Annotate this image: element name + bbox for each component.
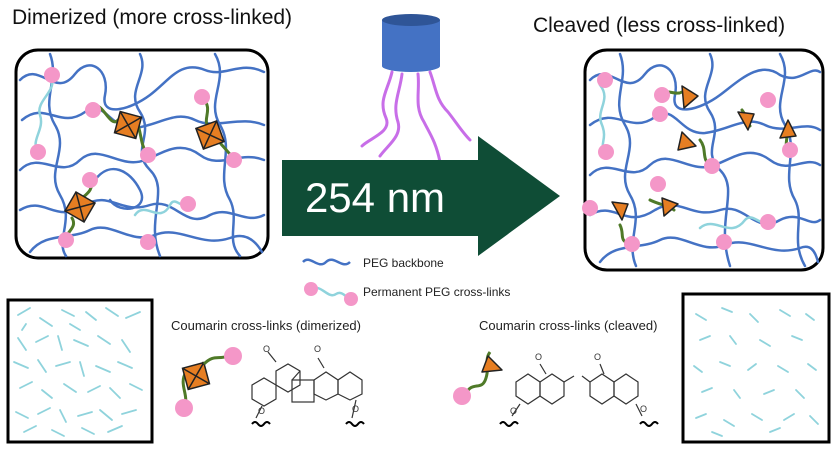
legend-backbone-icon [302,258,351,266]
coumarin-cleaved-label: Coumarin cross-links (cleaved) [479,318,658,333]
uv-arrow-icon [282,136,560,256]
svg-text:O: O [263,344,270,354]
cleaved-material-box [681,292,831,444]
legend-permanent-icon [304,282,358,306]
coumarin-dimerized-label: Coumarin cross-links (dimerized) [171,318,361,333]
svg-text:O: O [640,404,647,414]
legend-permanent-label: Permanent PEG cross-links [363,285,511,299]
svg-text:O: O [258,406,265,416]
coumarin-dimer-icon [63,110,226,224]
uv-ray-icon [360,70,472,164]
arrow-label: 254 nm [305,174,445,221]
svg-text:O: O [535,352,542,362]
cleaved-network [582,48,825,272]
coumarin-cleaved-structure: O O O O [453,351,659,427]
dimerized-material-box [6,298,154,444]
dimerized-network [14,48,270,260]
coumarin-dimer-structure: O O O O [175,344,365,427]
coumarin-monomer-icon [611,85,797,221]
legend-backbone-label: PEG backbone [363,256,444,270]
svg-text:O: O [510,406,517,416]
uv-lamp-icon [382,14,440,72]
title-cleaved: Cleaved (less cross-linked) [533,14,786,37]
svg-text:O: O [352,404,359,414]
svg-text:O: O [594,352,601,362]
svg-text:O: O [314,344,321,354]
title-dimerized: Dimerized (more cross-linked) [12,6,293,29]
